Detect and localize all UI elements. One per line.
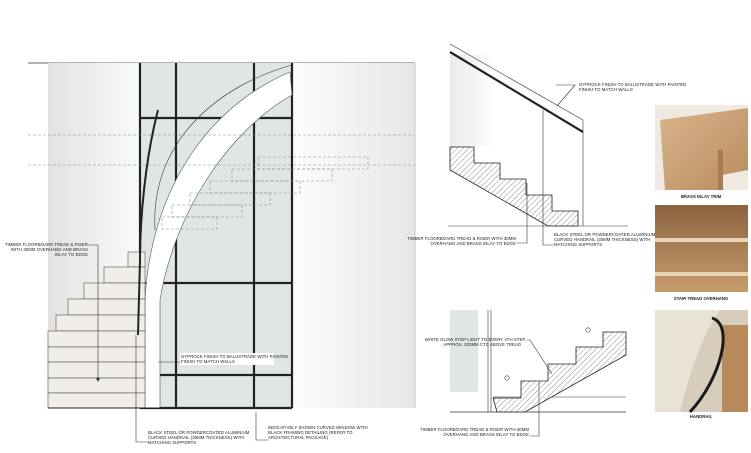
svg-text:BRASS INLAY TRIM: BRASS INLAY TRIM <box>681 194 722 199</box>
photo-brass-inlay: BRASS INLAY TRIM <box>655 105 748 199</box>
svg-text:STAIR TREAD OVERHANG: STAIR TREAD OVERHANG <box>674 296 729 301</box>
photo-handrail: HANDRAIL <box>655 310 748 419</box>
handrail <box>449 51 584 133</box>
handrail <box>137 109 159 336</box>
step-light-icon <box>504 375 510 381</box>
svg-text:HANDRAIL: HANDRAIL <box>690 414 713 419</box>
curved-balustrade <box>144 71 293 409</box>
stair-steps <box>47 251 146 409</box>
step-light-icon <box>585 327 591 333</box>
elev-gyprock-label: GYPROCK FINISH TO BALUSTRADE WITH PAINTE… <box>181 354 288 364</box>
sec-a-tread-label: TIMBER FLOORBOARD TREAD & RISER WITH 30M… <box>407 236 516 246</box>
photo-stair-tread-overhang: STAIR TREAD OVERHANG <box>655 205 748 301</box>
stair-section-b: WHITE GLOW STEP LIGHT TO EVERY 4TH STEP,… <box>420 310 627 437</box>
sec-b-light-label: WHITE GLOW STEP LIGHT TO EVERY 4TH STEP,… <box>425 337 526 347</box>
sec-a-gyprock-label: GYPROCK FINISH TO BALUSTRADE WITH PAINTE… <box>579 82 686 92</box>
sec-b-tread-label: TIMBER FLOORBOARD TREAD & RISER WITH 30M… <box>420 427 529 437</box>
stair-section-a: GYPROCK FINISH TO BALUSTRADE WITH PAINTE… <box>407 43 686 247</box>
